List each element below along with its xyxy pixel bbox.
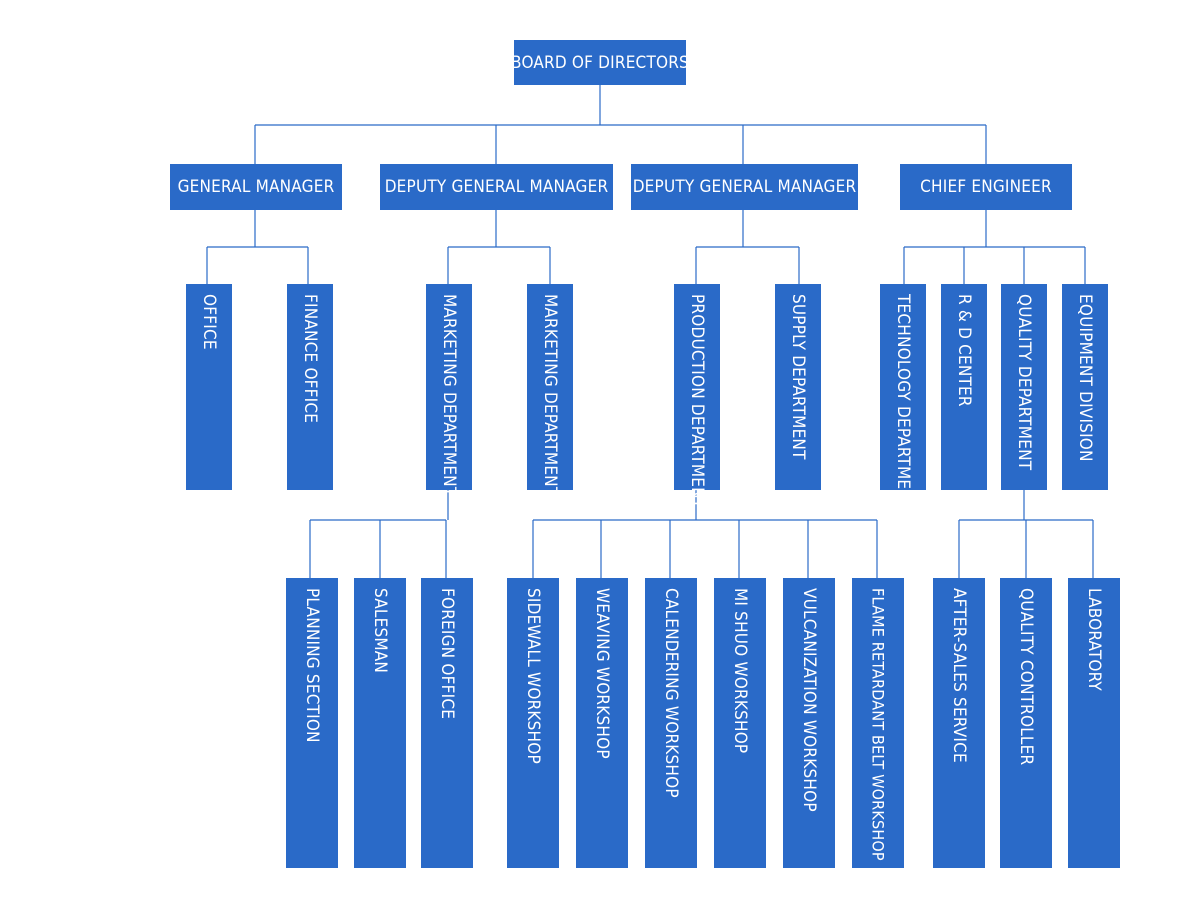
foreign-office-label: FOREIGN OFFICE <box>437 588 457 720</box>
sidewall-workshop-label: SIDEWALL WORKSHOP <box>523 588 543 764</box>
calendering-workshop-box: CALENDERING WORKSHOP <box>645 578 697 868</box>
quality-department-box: QUALITY DEPARTMENT <box>1001 284 1047 490</box>
equipment-division-label: EQUIPMENT DIVISION <box>1075 294 1095 462</box>
salesman-label: SALESMAN <box>370 588 390 674</box>
salesman-box: SALESMAN <box>354 578 406 868</box>
supply-department-box: SUPPLY DEPARTMENT <box>775 284 821 490</box>
laboratory-box: LABORATORY <box>1068 578 1120 868</box>
sidewall-workshop-box: SIDEWALL WORKSHOP <box>507 578 559 868</box>
technology-department-label: TECHNOLOGY DEPARTMENT <box>893 294 913 511</box>
flame-retardant-belt-workshop-box: FLAME RETARDANT BELT WORKSHOP <box>852 578 904 868</box>
production-department-box: PRODUCTION DEPARTMENT <box>674 284 720 509</box>
supply-department-label: SUPPLY DEPARTMENT <box>788 294 808 460</box>
rd-center-label: R & D CENTER <box>954 294 974 407</box>
marketing-department-2-box: MARKETING DEPARTMENT <box>527 284 573 497</box>
vulcanization-workshop-label: VULCANIZATION WORKSHOP <box>799 588 819 812</box>
calendering-workshop-label: CALENDERING WORKSHOP <box>661 588 681 798</box>
deputy-general-manager-2-label: DEPUTY GENERAL MANAGER <box>632 177 857 197</box>
deputy-general-manager-1-box: DEPUTY GENERAL MANAGER <box>380 164 613 210</box>
office-box: OFFICE <box>186 284 232 490</box>
finance-office-box: FINANCE OFFICE <box>287 284 333 490</box>
quality-controller-label: QUALITY CONTROLLER <box>1016 588 1036 766</box>
marketing-department-2-label: MARKETING DEPARTMENT <box>540 294 560 497</box>
planning-section-label: PLANNING SECTION <box>302 588 322 743</box>
laboratory-label: LABORATORY <box>1084 588 1104 691</box>
deputy-general-manager-1-label: DEPUTY GENERAL MANAGER <box>384 177 609 197</box>
board-of-directors-box: BOARD OF DIRECTORS <box>511 40 689 85</box>
flame-retardant-belt-workshop-label: FLAME RETARDANT BELT WORKSHOP <box>868 588 888 861</box>
weaving-workshop-label: WEAVING WORKSHOP <box>592 588 612 759</box>
marketing-department-1-label: MARKETING DEPARTMENT <box>439 294 459 497</box>
office-label: OFFICE <box>199 294 219 350</box>
deputy-general-manager-2-box: DEPUTY GENERAL MANAGER <box>631 164 858 210</box>
mi-shuo-workshop-label: MI SHUO WORKSHOP <box>730 588 750 754</box>
general-manager-label: GENERAL MANAGER <box>177 177 335 197</box>
chief-engineer-box: CHIEF ENGINEER <box>900 164 1072 210</box>
after-sales-service-box: AFTER-SALES SERVICE <box>933 578 985 868</box>
chief-engineer-label: CHIEF ENGINEER <box>920 177 1052 197</box>
mi-shuo-workshop-box: MI SHUO WORKSHOP <box>714 578 766 868</box>
planning-section-box: PLANNING SECTION <box>286 578 338 868</box>
technology-department-box: TECHNOLOGY DEPARTMENT <box>880 284 926 511</box>
after-sales-service-label: AFTER-SALES SERVICE <box>949 588 969 763</box>
production-department-label: PRODUCTION DEPARTMENT <box>687 294 707 509</box>
board-label: BOARD OF DIRECTORS <box>511 52 689 73</box>
foreign-office-box: FOREIGN OFFICE <box>421 578 473 868</box>
quality-department-label: QUALITY DEPARTMENT <box>1014 294 1034 471</box>
general-manager-box: GENERAL MANAGER <box>170 164 342 210</box>
marketing-department-1-box: MARKETING DEPARTMENT <box>426 284 472 497</box>
weaving-workshop-box: WEAVING WORKSHOP <box>576 578 628 868</box>
rd-center-box: R & D CENTER <box>941 284 987 490</box>
finance-office-label: FINANCE OFFICE <box>300 294 320 424</box>
equipment-division-box: EQUIPMENT DIVISION <box>1062 284 1108 490</box>
quality-controller-box: QUALITY CONTROLLER <box>1000 578 1052 868</box>
vulcanization-workshop-box: VULCANIZATION WORKSHOP <box>783 578 835 868</box>
